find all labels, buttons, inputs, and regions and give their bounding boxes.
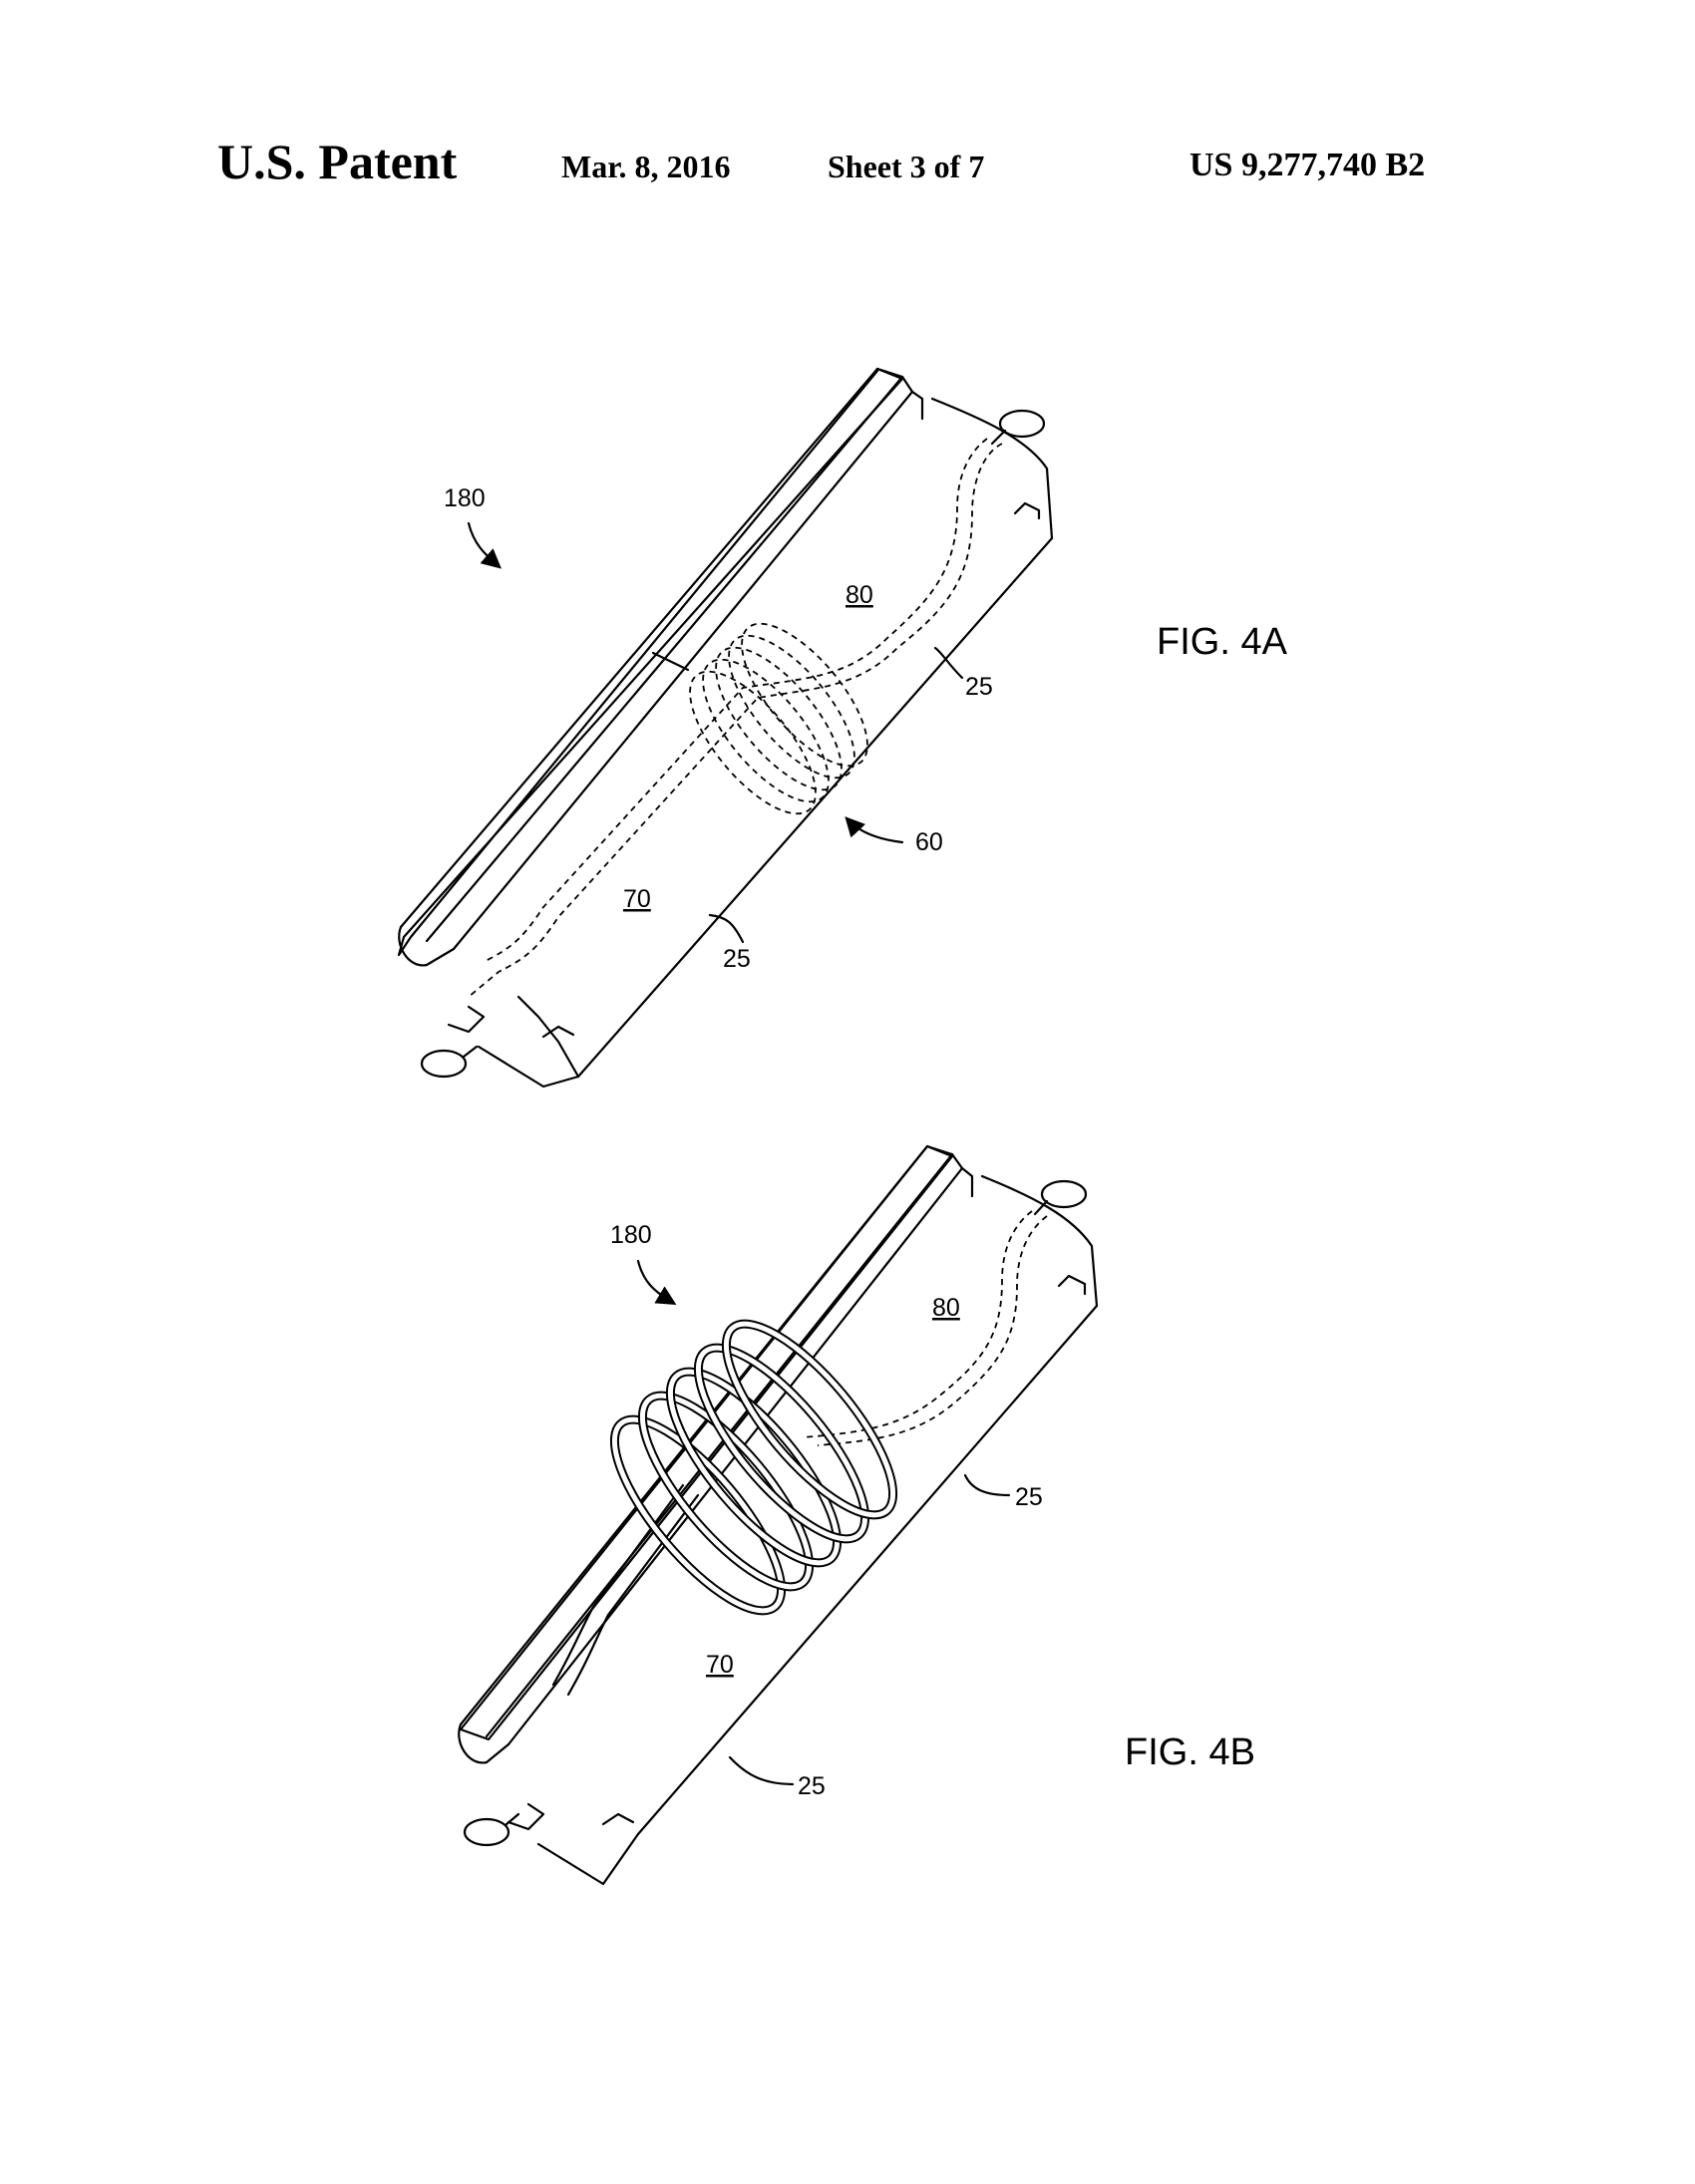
fig-4a-device (397, 367, 1054, 1089)
fig-4a-coil (689, 622, 868, 815)
fig-4b-external-coil (609, 1319, 898, 1616)
fig-4b-body-edge (636, 1304, 1099, 1836)
fig-4a-label-80: 80 (846, 581, 873, 609)
fig-4a-label-25-lower: 25 (723, 945, 751, 973)
fig-4a-leader-180 (467, 521, 502, 569)
fig-4a-label-60: 60 (915, 828, 943, 856)
fig-4a-caption: FIG. 4A (1157, 621, 1288, 663)
fig-4b-eyelet-top (1040, 1179, 1088, 1209)
sheet-number: Sheet 3 of 7 (828, 149, 985, 184)
fig-4b-label-180: 180 (610, 1221, 652, 1249)
patent-number: US 9,277,740 B2 (1189, 147, 1426, 183)
fig-4b-label-25-lower: 25 (798, 1772, 826, 1800)
patent-title: U.S. Patent (217, 134, 458, 189)
fig-4a-leader-60 (845, 816, 904, 844)
patent-date: Mar. 8, 2016 (561, 149, 731, 184)
fig-4b-device (458, 1144, 1099, 1886)
fig-4b-eyelet-bottom (463, 1817, 510, 1847)
fig-4b-caption: FIG. 4B (1125, 1731, 1255, 1773)
fig-4a-label-70: 70 (623, 885, 651, 913)
fig-4b-label-70: 70 (706, 1651, 734, 1679)
fig-4a-rail (397, 367, 904, 957)
fig-4a-internal-channel (468, 443, 1003, 998)
fig-4a-eyelet-bottom (420, 1049, 468, 1079)
fig-4b-rail (459, 1144, 954, 1741)
fig-4a-eyelet-top (998, 409, 1046, 439)
fig-4b-leader-180 (636, 1259, 677, 1306)
fig-4b-label-25-upper: 25 (1015, 1483, 1043, 1511)
fig-4a-body-edge (576, 536, 1054, 1079)
fig-4b-label-80: 80 (932, 1294, 960, 1322)
fig-4a-label-180: 180 (444, 484, 486, 512)
fig-4a-label-25-upper: 25 (965, 673, 993, 701)
